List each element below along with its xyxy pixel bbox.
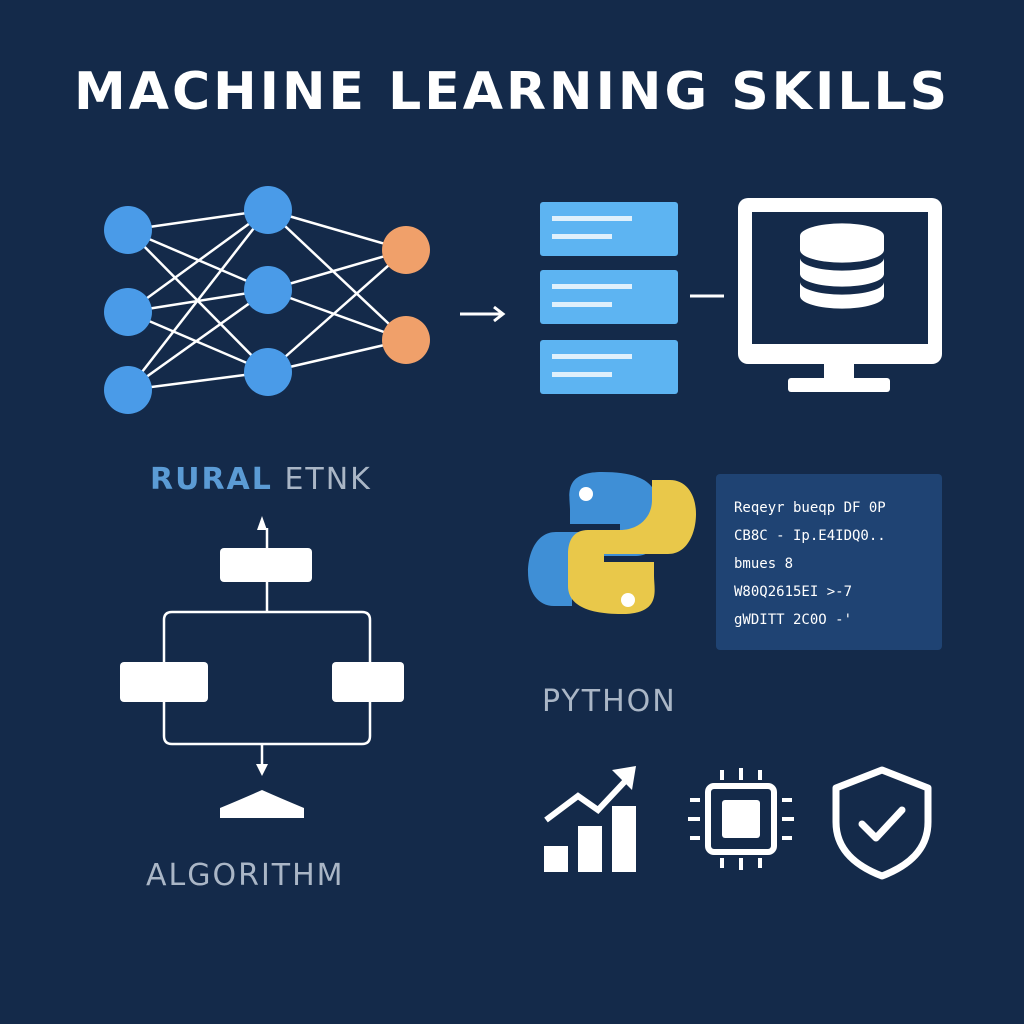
growth-chart-icon xyxy=(544,766,636,872)
neural-network-label-part1: RURAL xyxy=(150,462,273,497)
page-title: MACHINE LEARNING SKILLS xyxy=(73,62,951,122)
flowchart-icon xyxy=(120,516,404,818)
python-label: PYTHON xyxy=(542,684,677,719)
code-snippet-box: Reqeyr bueqp DF 0P CB8C - Ip.E4IDQ0.. bm… xyxy=(716,474,942,650)
cpu-chip-icon xyxy=(688,768,794,870)
algorithm-label: ALGORITHM xyxy=(146,858,345,893)
code-line: W80Q2615EI >-7 xyxy=(734,584,853,600)
data-list-icon xyxy=(540,202,678,394)
monitor-database-icon xyxy=(738,198,942,392)
python-logo-icon xyxy=(528,472,696,614)
arrow-right-icon xyxy=(460,305,506,323)
neural-network-label: RURAL ETNK xyxy=(150,462,372,497)
code-line: CB8C - Ip.E4IDQ0.. xyxy=(734,528,886,544)
code-line: Reqeyr bueqp DF 0P xyxy=(734,500,886,516)
shield-check-icon xyxy=(832,766,932,880)
neural-network-nodes xyxy=(104,186,430,414)
code-line: bmues 8 xyxy=(734,556,794,572)
code-line: gWDITT 2C0O -' xyxy=(734,612,853,628)
neural-network-label-part2: ETNK xyxy=(272,462,372,497)
